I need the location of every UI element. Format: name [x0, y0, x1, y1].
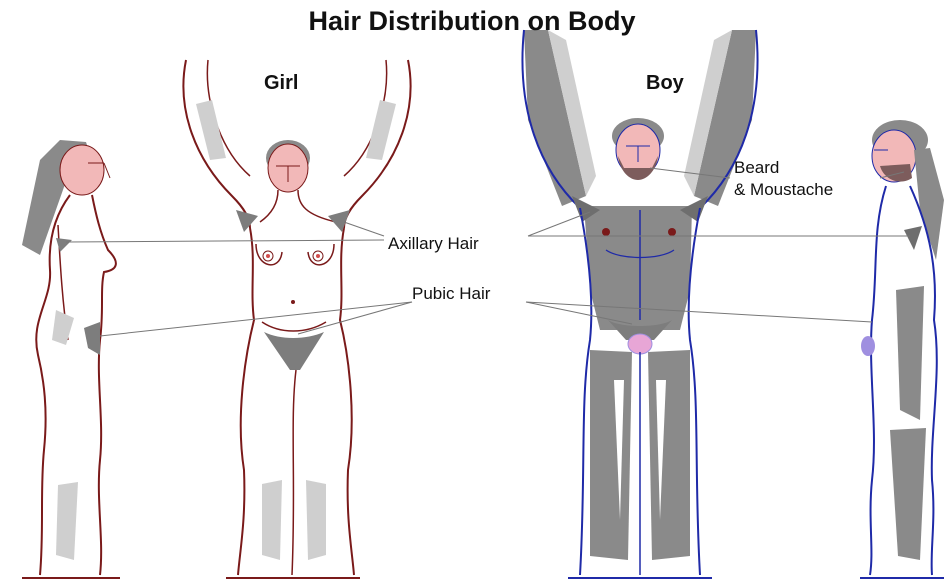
girl-front-leg-hair-left [262, 480, 282, 560]
pubic-pointer-girl-side [100, 302, 412, 336]
girl-label: Girl [264, 72, 298, 95]
girl-front-view [183, 60, 410, 578]
girl-side-pubic-hair [84, 322, 100, 355]
boy-side-body-outline [870, 186, 886, 575]
axillary-pointer-girl-side [66, 240, 384, 242]
boy-side-genitals [861, 336, 875, 356]
girl-side-leg-hair [56, 482, 78, 560]
axillary-pointer-girl-front [344, 222, 384, 236]
girl-front-leg-hair-right [306, 480, 326, 560]
girl-front-torso-outline [238, 228, 254, 575]
pubic-pointer-girl-front [298, 302, 412, 334]
boy-side-axillary-hair [904, 226, 922, 250]
axillary-hair-label: Axillary Hair [388, 234, 479, 254]
pubic-pointer-boy-side [526, 302, 872, 322]
beard-label-line1: Beard [734, 158, 779, 178]
boy-front-chest-hair [584, 206, 692, 330]
beard-label-line2: & Moustache [734, 180, 833, 200]
pubic-hair-label: Pubic Hair [412, 284, 490, 304]
girl-side-axillary-hair [56, 238, 72, 252]
boy-front-genitals [628, 334, 652, 354]
boy-front-leg-hair-left [590, 350, 632, 560]
boy-front-leg-hair-right [648, 350, 690, 560]
girl-side-face [60, 145, 104, 195]
boy-side-leg-hair [890, 428, 926, 560]
boy-side-view [860, 120, 944, 578]
diagram-title: Hair Distribution on Body [0, 6, 944, 37]
boy-label: Boy [646, 72, 684, 95]
girl-front-axillary-hair-left [236, 210, 258, 232]
axillary-pointer-boy-front [528, 212, 590, 236]
girl-side-view [22, 140, 120, 578]
girl-front-pubic-hair [264, 332, 324, 370]
